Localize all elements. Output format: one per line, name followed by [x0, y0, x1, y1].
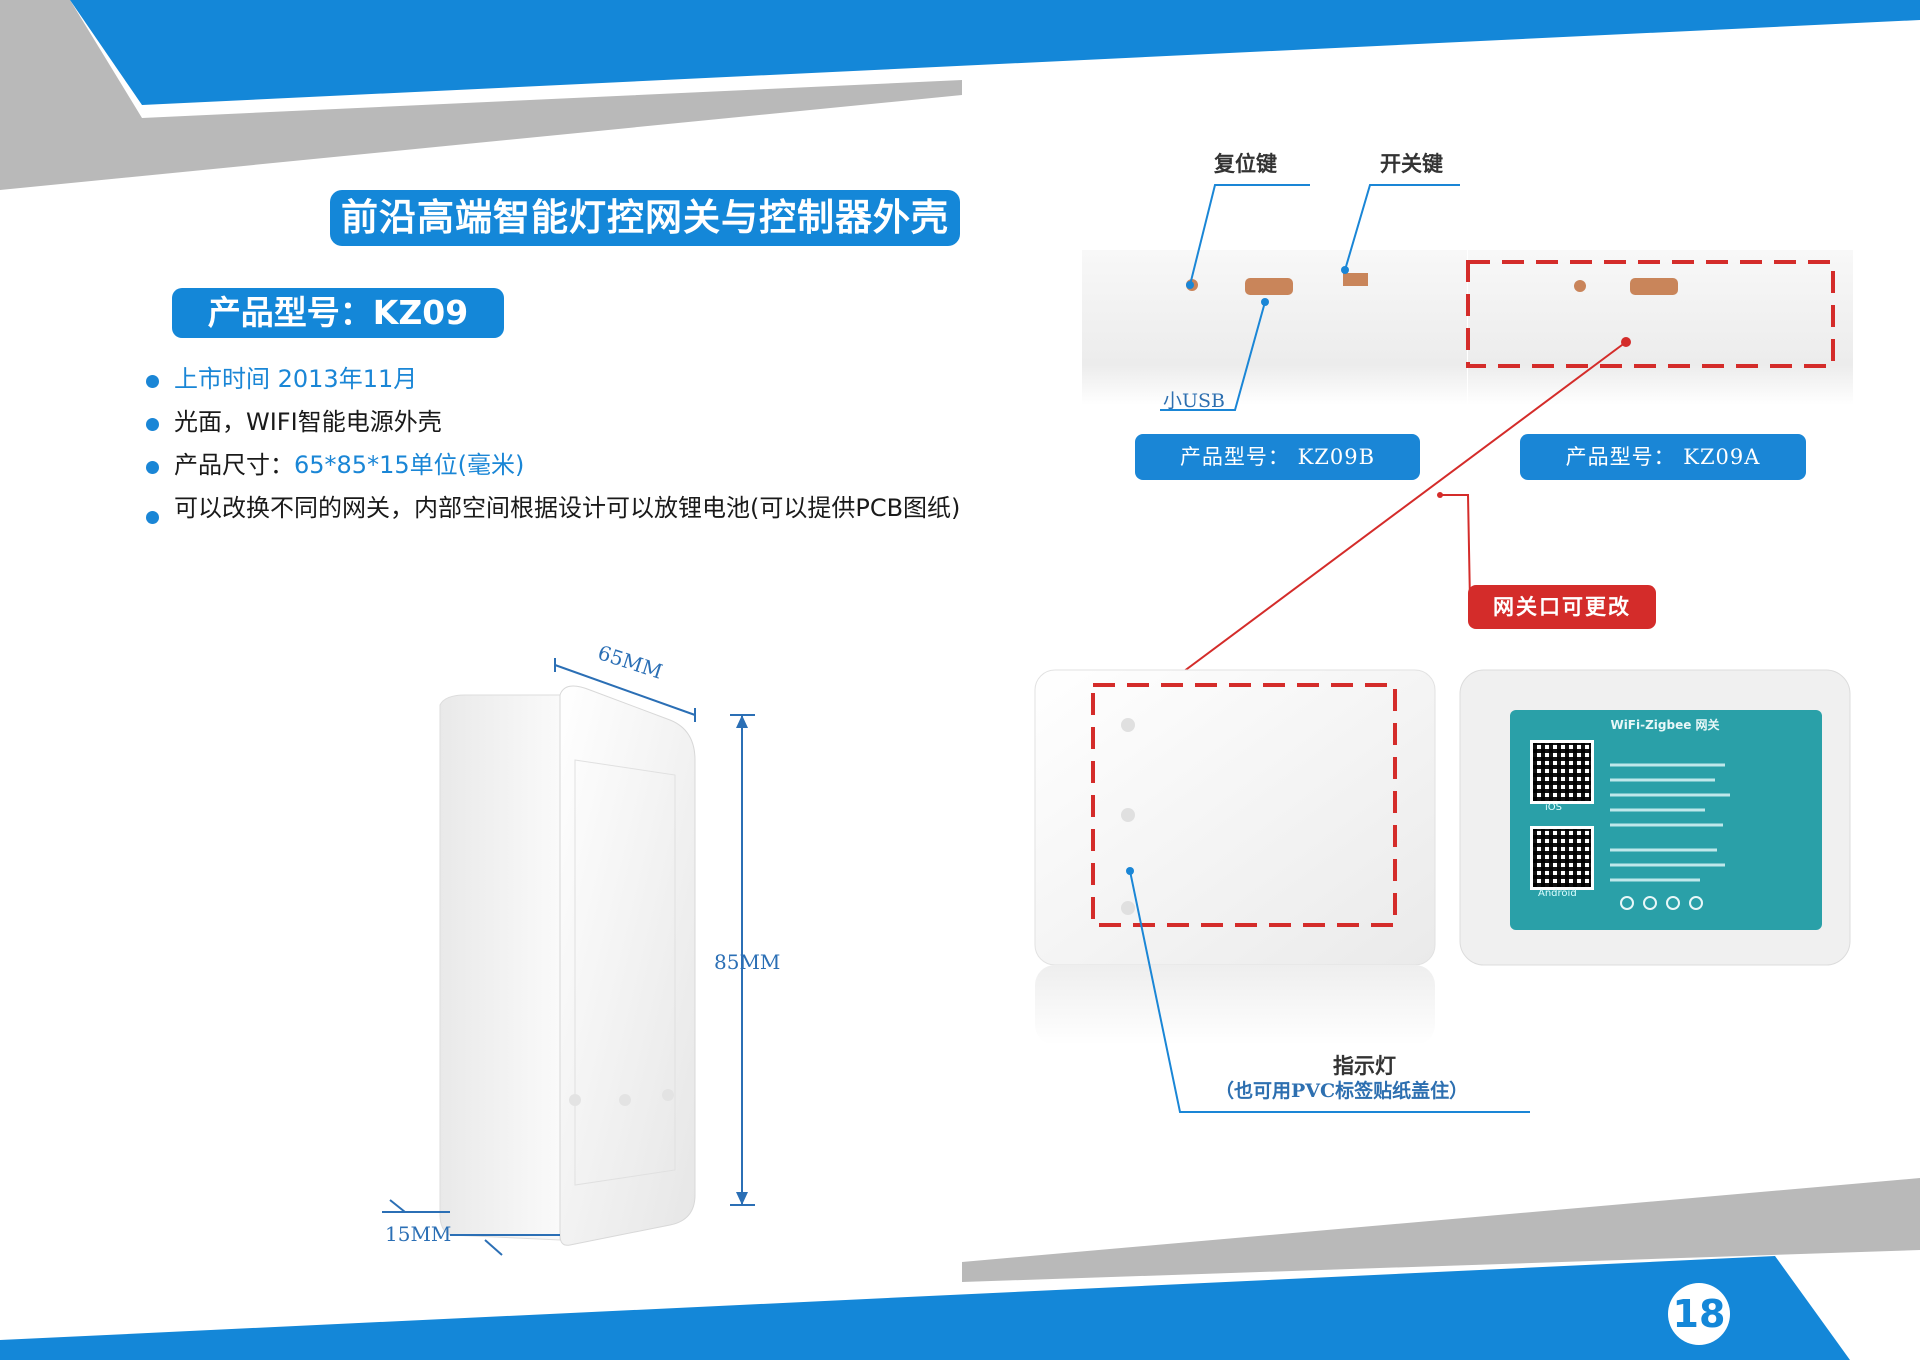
- list-item: 上市时间 2013年11月: [142, 366, 972, 392]
- micro-usb-label: 小USB: [1163, 390, 1225, 412]
- list-item: 可以改换不同的网关，内部空间根据设计可以放锂电池(可以提供PCB图纸): [142, 494, 972, 524]
- indicator-label: 指示灯: [1333, 1053, 1396, 1078]
- page-number: 18: [1668, 1283, 1730, 1345]
- bullet-icon: [146, 511, 159, 524]
- release-date-text: 上市时间 2013年11月: [174, 365, 418, 393]
- depth-dimension-label: 15MM: [385, 1222, 452, 1246]
- reset-key-label: 复位键: [1214, 151, 1277, 176]
- enclosure-dimension-drawing: [382, 658, 755, 1256]
- page-title: 前沿高端智能灯控网关与控制器外壳: [330, 190, 960, 246]
- model-a-caption: 产品型号： KZ09A: [1520, 434, 1806, 480]
- model-number-badge: 产品型号：KZ09: [172, 288, 504, 338]
- list-item: 光面，WIFI智能电源外壳: [142, 409, 972, 435]
- qr-ios-label: iOS: [1545, 802, 1562, 813]
- gateway-note-text: 可以改换不同的网关，内部空间根据设计可以放锂电池(可以提供PCB图纸): [174, 494, 961, 522]
- sticker-text-lines: [1610, 763, 1730, 910]
- power-key-label: 开关键: [1380, 151, 1443, 176]
- side-view-drawing: [1082, 184, 1853, 411]
- qr-code-android-icon: [1530, 826, 1594, 890]
- height-dimension-label: 85MM: [714, 950, 781, 974]
- indicator-note: （也可用PVC标签贴纸盖住）: [1215, 1080, 1469, 1102]
- gateway-changeable-badge: 网关口可更改: [1468, 585, 1656, 629]
- bullet-icon: [146, 418, 159, 431]
- list-item: 产品尺寸：65*85*15单位(毫米): [142, 452, 972, 478]
- sticker-title: WiFi-Zigbee 网关: [1610, 718, 1720, 732]
- bullet-icon: [146, 461, 159, 474]
- finish-text: 光面，WIFI智能电源外壳: [174, 408, 442, 436]
- model-b-caption: 产品型号： KZ09B: [1135, 434, 1420, 480]
- bullet-icon: [146, 375, 159, 388]
- qr-android-label: Android: [1538, 888, 1577, 899]
- size-label: 产品尺寸：: [174, 451, 294, 479]
- spec-list: 上市时间 2013年11月 光面，WIFI智能电源外壳 产品尺寸：65*85*1…: [142, 366, 972, 538]
- size-value: 65*85*15单位(毫米): [294, 451, 525, 479]
- qr-code-ios-icon: [1530, 740, 1594, 804]
